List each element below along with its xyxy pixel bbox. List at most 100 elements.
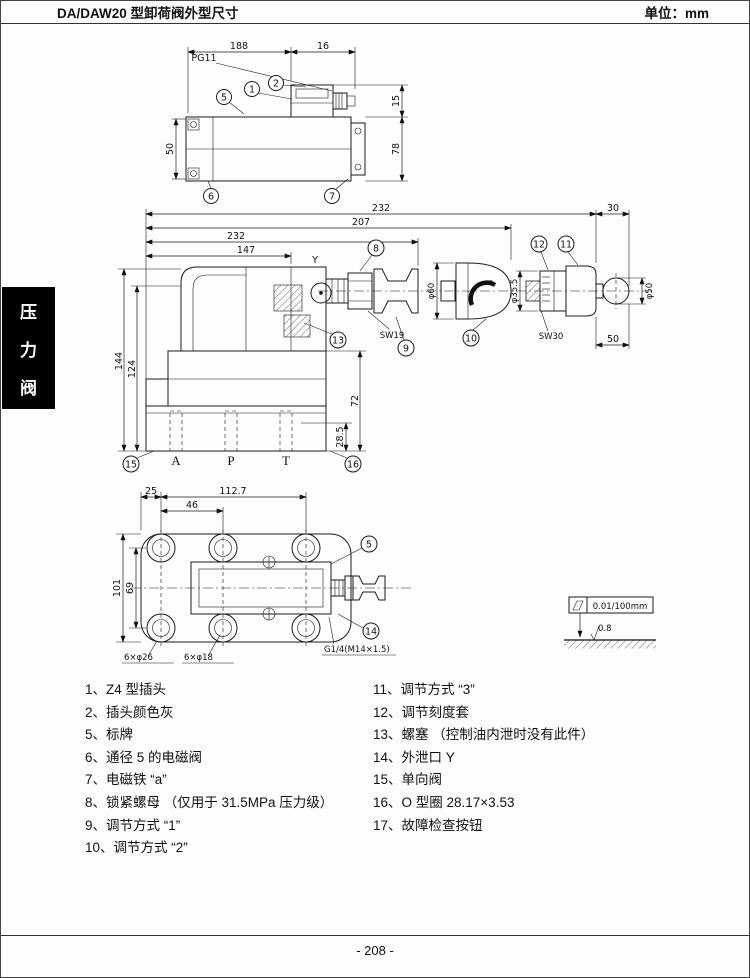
dim-207: 207 <box>352 217 370 228</box>
callout-9 <box>397 339 415 357</box>
tab-char: 阀 <box>20 378 37 398</box>
callout-12 <box>530 235 548 253</box>
port-labels: A P T <box>171 453 290 468</box>
dim-124: 124 <box>127 360 138 378</box>
callout-2 <box>268 75 284 91</box>
dim-147: 147 <box>237 245 255 256</box>
callout-14 <box>362 622 380 640</box>
dim-phi50: φ50 <box>645 283 655 299</box>
legend-item: 2、插头颜色灰 <box>85 704 174 720</box>
callout-16 <box>344 455 362 473</box>
callout-11-num: 11 <box>560 240 572 251</box>
dim-15: 15 <box>391 95 402 107</box>
bottom-rule <box>1 935 749 936</box>
drawing-solenoid-top-view: 188 16 15 78 50 PG11 5 1 2 <box>165 41 408 204</box>
drawing-valve-side-view: 232 30 207 232 147 Y <box>114 203 655 473</box>
callout-5 <box>360 535 378 553</box>
dim-188: 188 <box>230 41 248 52</box>
callout-10 <box>462 329 480 347</box>
legend-item: 5、标牌 <box>85 727 134 743</box>
callout-7-num: 7 <box>329 192 335 203</box>
callout-15-num: 15 <box>125 460 137 471</box>
roughness-value: 0.8 <box>598 624 612 634</box>
dim-50-right: 50 <box>607 334 619 345</box>
callout-5-num: 5 <box>221 93 227 104</box>
page-number: - 208 - <box>356 943 394 958</box>
port-a: A <box>171 453 181 468</box>
callouts: 5 1 2 6 7 <box>203 75 349 204</box>
port-p: P <box>227 453 234 468</box>
legend-item: 14、外泄口 Y <box>373 749 455 765</box>
right-dimensions: 72 28.5 <box>326 350 366 452</box>
callout-11 <box>557 235 575 253</box>
legend-item: 15、单向阀 <box>373 772 443 788</box>
unit-label: 单位：mm <box>644 6 709 21</box>
callout-2-num: 2 <box>273 79 279 90</box>
port-t: T <box>282 453 290 468</box>
flatness-symbol: 0.01/100mm 0.8 <box>564 596 656 649</box>
adjuster-type-3-graduated: SW30 φ35.5 φ50 50 <box>510 265 655 349</box>
label-sw19: SW19 <box>380 331 405 341</box>
legend-item: 9、调节方式 “1” <box>85 817 181 833</box>
callout-10-num: 10 <box>465 334 477 345</box>
tab-char: 压 <box>20 302 37 322</box>
callout-1 <box>244 81 260 97</box>
callout-6-num: 6 <box>208 192 214 203</box>
adjuster-type-1: SW19 <box>325 268 419 341</box>
dim-phi60: φ60 <box>427 283 437 299</box>
plug-connector <box>290 84 356 118</box>
callout-13-num: 13 <box>332 336 344 347</box>
top-dimensions: 25 112.7 46 <box>140 486 307 532</box>
dim-50: 50 <box>165 143 176 155</box>
label-6xphi18: 6×φ18 <box>184 653 213 663</box>
dimension-lines: 188 16 15 78 50 PG11 <box>165 41 408 182</box>
dim-phi355: φ35.5 <box>510 279 520 304</box>
top-dimensions: 232 30 207 232 147 <box>145 203 630 379</box>
dim-101: 101 <box>112 579 123 597</box>
label-sw30: SW30 <box>539 332 564 342</box>
callouts: 8 9 10 11 12 13 15 16 <box>122 235 579 473</box>
legend: 1、Z4 型插头 2、插头颜色灰 5、标牌 6、通径 5 的电磁阀 7、电磁铁 … <box>85 679 729 860</box>
dim-46: 46 <box>186 500 198 511</box>
legend-item: 16、O 型圈 28.17×3.53 <box>373 794 515 810</box>
dim-25: 25 <box>145 486 157 497</box>
callout-6 <box>203 188 219 204</box>
legend-left-column: 1、Z4 型插头 2、插头颜色灰 5、标牌 6、通径 5 的电磁阀 7、电磁铁 … <box>85 679 373 860</box>
valve-body: Y <box>145 255 332 452</box>
hole-labels: 6×φ26 6×φ18 G1/4(M14×1.5) <box>122 616 396 664</box>
solenoid-valve-body <box>185 116 366 182</box>
left-dimensions: 144 124 <box>114 268 181 452</box>
label-pg11: PG11 <box>191 53 216 64</box>
callout-14-num: 14 <box>365 627 377 638</box>
adjuster-type-2-handwheel: φ60 <box>427 262 512 320</box>
page-title: DA/DAW20 型卸荷阀外型尺寸 <box>57 6 239 21</box>
callout-9-num: 9 <box>403 344 409 355</box>
legend-item: 13、螺塞 （控制油内泄时没有此件） <box>373 727 595 743</box>
adjuster-stem <box>330 575 386 601</box>
callout-16-num: 16 <box>347 460 359 471</box>
callout-12-num: 12 <box>533 240 545 251</box>
rotation-arrow <box>468 279 497 306</box>
callout-1-num: 1 <box>249 85 255 96</box>
legend-item: 12、调节刻度套 <box>373 704 470 720</box>
dim-30: 30 <box>607 203 619 214</box>
dim-285: 28.5 <box>335 426 346 447</box>
left-dimensions: 101 69 <box>112 533 146 643</box>
legend-item: 1、Z4 型插头 <box>85 682 167 697</box>
callout-5 <box>216 89 232 105</box>
legend-item: 8、锁紧螺母 （仅用于 31.5MPa 压力级） <box>85 794 334 810</box>
dim-232: 232 <box>227 231 245 242</box>
dim-72: 72 <box>350 395 361 407</box>
callout-13 <box>329 331 347 349</box>
drawing-valve-plan-view: 25 112.7 46 101 69 6×φ26 6×φ18 G1/4(M14×… <box>112 486 656 664</box>
callout-8 <box>367 239 385 257</box>
dim-69: 69 <box>125 582 136 594</box>
label-g14-thread: G1/4(M14×1.5) <box>324 645 390 655</box>
callout-8-num: 8 <box>373 244 379 255</box>
label-6xphi26: 6×φ26 <box>124 653 153 663</box>
callout-7 <box>324 188 340 204</box>
legend-item: 10、调节方式 “2” <box>85 840 188 856</box>
tab-char: 力 <box>20 340 37 360</box>
legend-right-column: 11、调节方式 “3” 12、调节刻度套 13、螺塞 （控制油内泄时没有此件） … <box>373 679 594 860</box>
